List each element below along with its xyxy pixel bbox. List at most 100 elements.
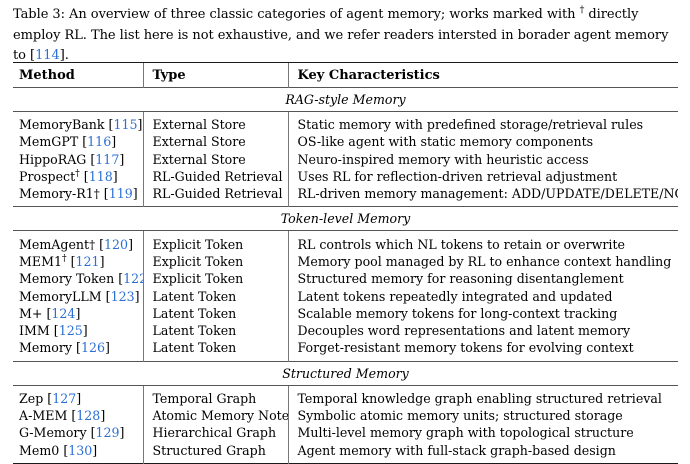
citation-bracket-close: ] xyxy=(111,134,117,150)
method-name: MemAgent xyxy=(19,236,90,252)
key-characteristics-cell: Symbolic atomic memory units; structured… xyxy=(287,406,678,425)
citation-link-126[interactable]: 126 xyxy=(80,340,105,356)
method-cell: A-MEM [128] xyxy=(13,407,143,424)
key-characteristics-value: RL controls which NL tokens to retain or… xyxy=(297,236,625,252)
type-value: External Store xyxy=(152,134,246,150)
type-value: Temporal Graph xyxy=(152,390,257,406)
method-cell: MemoryLLM [123] xyxy=(13,287,143,304)
citation-link-122[interactable]: 122 xyxy=(123,271,142,287)
type-cell: Latent Token xyxy=(142,287,288,305)
citation-link-121[interactable]: 121 xyxy=(75,253,100,269)
method-cell: Prospect† [118] xyxy=(13,168,143,185)
key-characteristics-cell: Uses RL for reflection-driven retrieval … xyxy=(287,167,678,186)
citation-link-116[interactable]: 116 xyxy=(87,134,112,150)
citation-link-123[interactable]: 123 xyxy=(110,288,135,304)
citation-link-130[interactable]: 130 xyxy=(68,442,93,458)
method-name-with-citation: MemoryLLM [123] xyxy=(13,289,143,304)
method-name-with-citation: M+ [124] xyxy=(13,306,143,321)
method-cell: MemGPT [116] xyxy=(13,133,143,150)
citation-link-115[interactable]: 115 xyxy=(113,117,138,133)
method-name: Zep xyxy=(19,390,44,406)
type-value: Latent Token xyxy=(152,305,237,321)
rl-dagger-marker-icon: † xyxy=(62,253,67,264)
key-characteristics-value: Multi-level memory graph with topologica… xyxy=(297,425,634,441)
method-name: Prospect xyxy=(19,169,76,185)
type-cell: Explicit Token xyxy=(142,231,288,253)
citation-bracket-close: ] xyxy=(99,253,105,269)
key-characteristics-value: Uses RL for reflection-driven retrieval … xyxy=(297,169,618,185)
caption-ref-bracket-close: ]. xyxy=(59,48,69,63)
citation-link-129[interactable]: 129 xyxy=(95,425,120,441)
method-name: Memory-R1 xyxy=(19,186,94,202)
citation-link-119[interactable]: 119 xyxy=(108,186,133,202)
method-name-with-citation: G-Memory [129] xyxy=(13,425,143,440)
key-characteristics-value: OS-like agent with static memory compone… xyxy=(297,134,594,150)
citation-link-120[interactable]: 120 xyxy=(104,236,129,252)
type-cell: Latent Token xyxy=(142,339,288,362)
type-value: Latent Token xyxy=(152,340,237,356)
caption-ref-bracket-open: [ xyxy=(30,48,36,63)
citation-link-124[interactable]: 124 xyxy=(51,305,76,321)
method-cell: HippoRAG [117] xyxy=(13,151,143,168)
method-name: MEM1 xyxy=(19,253,62,269)
rule-line xyxy=(13,384,678,386)
rule-line xyxy=(13,111,678,112)
rule-line xyxy=(13,230,678,232)
key-characteristics-value: Latent tokens repeatedly integrated and … xyxy=(297,288,613,304)
section-header-row: RAG-style Memory xyxy=(13,88,678,112)
table-row: MemoryLLM [123]Latent Token Latent tokens… xyxy=(13,287,678,305)
method-name: Memory Token xyxy=(19,271,115,287)
type-value: Explicit Token xyxy=(152,253,244,269)
column-header-key-characteristics: Key Characteristics xyxy=(297,67,440,83)
citation-link-117[interactable]: 117 xyxy=(95,151,120,167)
citation-link-125[interactable]: 125 xyxy=(58,323,83,339)
method-name: Mem0 xyxy=(19,442,60,458)
citation-link-127[interactable]: 127 xyxy=(52,390,77,406)
rule-line xyxy=(13,62,678,63)
citation-link-128[interactable]: 128 xyxy=(76,408,101,423)
type-value: Hierarchical Graph xyxy=(152,425,277,441)
column-header-type: Type xyxy=(152,67,186,83)
rule-line xyxy=(13,360,678,362)
key-characteristics-cell: Structured memory for reasoning disentan… xyxy=(287,270,678,288)
method-name-with-citation: A-MEM [128] xyxy=(13,408,143,423)
citation-bracket-close: ] xyxy=(75,305,81,321)
key-characteristics-value: Agent memory with full-stack graph-based… xyxy=(297,442,616,458)
type-cell: External Store xyxy=(142,150,288,168)
citation-bracket-open: [ xyxy=(71,408,77,423)
method-cell: MemoryBank [115] xyxy=(13,112,143,133)
caption-citation-link-114[interactable]: 114 xyxy=(35,48,60,63)
citation-bracket-open: [ xyxy=(118,271,124,287)
type-cell: RL-Guided Retrieval xyxy=(142,185,288,207)
method-cell: Memory Token [122] xyxy=(13,270,143,287)
caption-dagger-symbol: † xyxy=(579,4,585,16)
column-header-cell: Type xyxy=(142,63,288,88)
key-characteristics-value: Structured memory for reasoning disentan… xyxy=(297,271,624,287)
key-characteristics-value: Decouples word representations and laten… xyxy=(297,323,631,339)
caption-line1-part2: directly employ RL. xyxy=(13,7,639,43)
method-name: IMM xyxy=(19,323,50,339)
rl-dagger-marker-icon: † xyxy=(93,187,100,202)
method-cell: MEM1† [121] xyxy=(13,253,143,270)
method-name: Memory xyxy=(19,340,73,356)
citation-bracket-open: [ xyxy=(76,340,81,356)
key-characteristics-value: Symbolic atomic memory units; structured… xyxy=(297,408,623,423)
citation-bracket-open: [ xyxy=(83,169,89,185)
type-value: External Store xyxy=(152,151,246,167)
citation-link-118[interactable]: 118 xyxy=(88,169,113,185)
citation-bracket-open: [ xyxy=(105,288,111,304)
method-name: MemoryLLM xyxy=(19,288,102,304)
rl-dagger-marker-icon: † xyxy=(75,169,80,179)
rl-dagger-marker-icon: † xyxy=(89,237,96,252)
key-characteristics-value: Temporal knowledge graph enabling struct… xyxy=(297,390,662,406)
citation-bracket-close: ] xyxy=(100,408,106,423)
type-value: RL-Guided Retrieval xyxy=(152,186,283,202)
